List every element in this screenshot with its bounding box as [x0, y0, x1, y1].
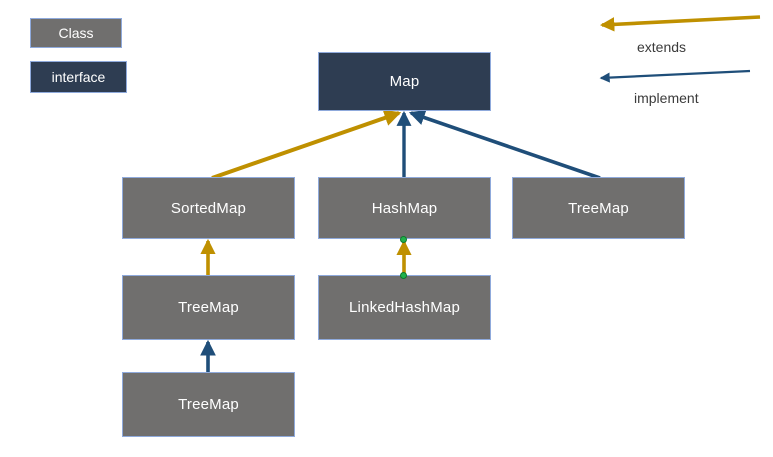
edge-sortedmap-to-map[interactable]	[211, 109, 402, 180]
edge-treemapright-to-map[interactable]	[408, 109, 601, 180]
node-hashmap-label: HashMap	[371, 199, 438, 217]
legend-extends-line	[599, 15, 761, 32]
node-map-label: Map	[389, 73, 420, 90]
selection-handle-top[interactable]	[400, 236, 407, 243]
node-map[interactable]: Map	[318, 52, 491, 111]
node-sortedmap-label: SortedMap	[170, 199, 247, 217]
edge-line	[211, 109, 402, 180]
node-linkedhashmap-label: LinkedHashMap	[349, 299, 460, 316]
legend-label-extends: extends	[637, 39, 687, 55]
legend-swatch-interface: interface	[30, 61, 127, 93]
legend-swatch-class: Class	[30, 18, 122, 48]
node-sortedmap[interactable]: SortedMap	[122, 177, 295, 239]
legend-implement-line	[599, 69, 751, 83]
node-treemap-mid-label: TreeMap	[178, 299, 239, 316]
legend-arrow-extends	[599, 15, 761, 32]
edge-line	[408, 109, 601, 180]
legend-arrow-implement	[599, 69, 751, 83]
selection-handle-bottom[interactable]	[400, 272, 407, 279]
node-hashmap[interactable]: HashMap	[318, 177, 491, 239]
legend-swatch-class-label: Class	[58, 25, 94, 41]
node-treemap-right[interactable]: TreeMap	[512, 177, 685, 239]
legend-swatch-interface-label: interface	[51, 69, 106, 85]
node-treemap-bottom[interactable]: TreeMap	[122, 372, 295, 437]
node-treemap-mid[interactable]: TreeMap	[122, 275, 295, 340]
node-linkedhashmap[interactable]: LinkedHashMap	[318, 275, 491, 340]
node-treemap-right-label: TreeMap	[568, 199, 629, 217]
node-treemap-bottom-label: TreeMap	[178, 396, 239, 413]
legend-label-implement: implement	[634, 90, 699, 106]
